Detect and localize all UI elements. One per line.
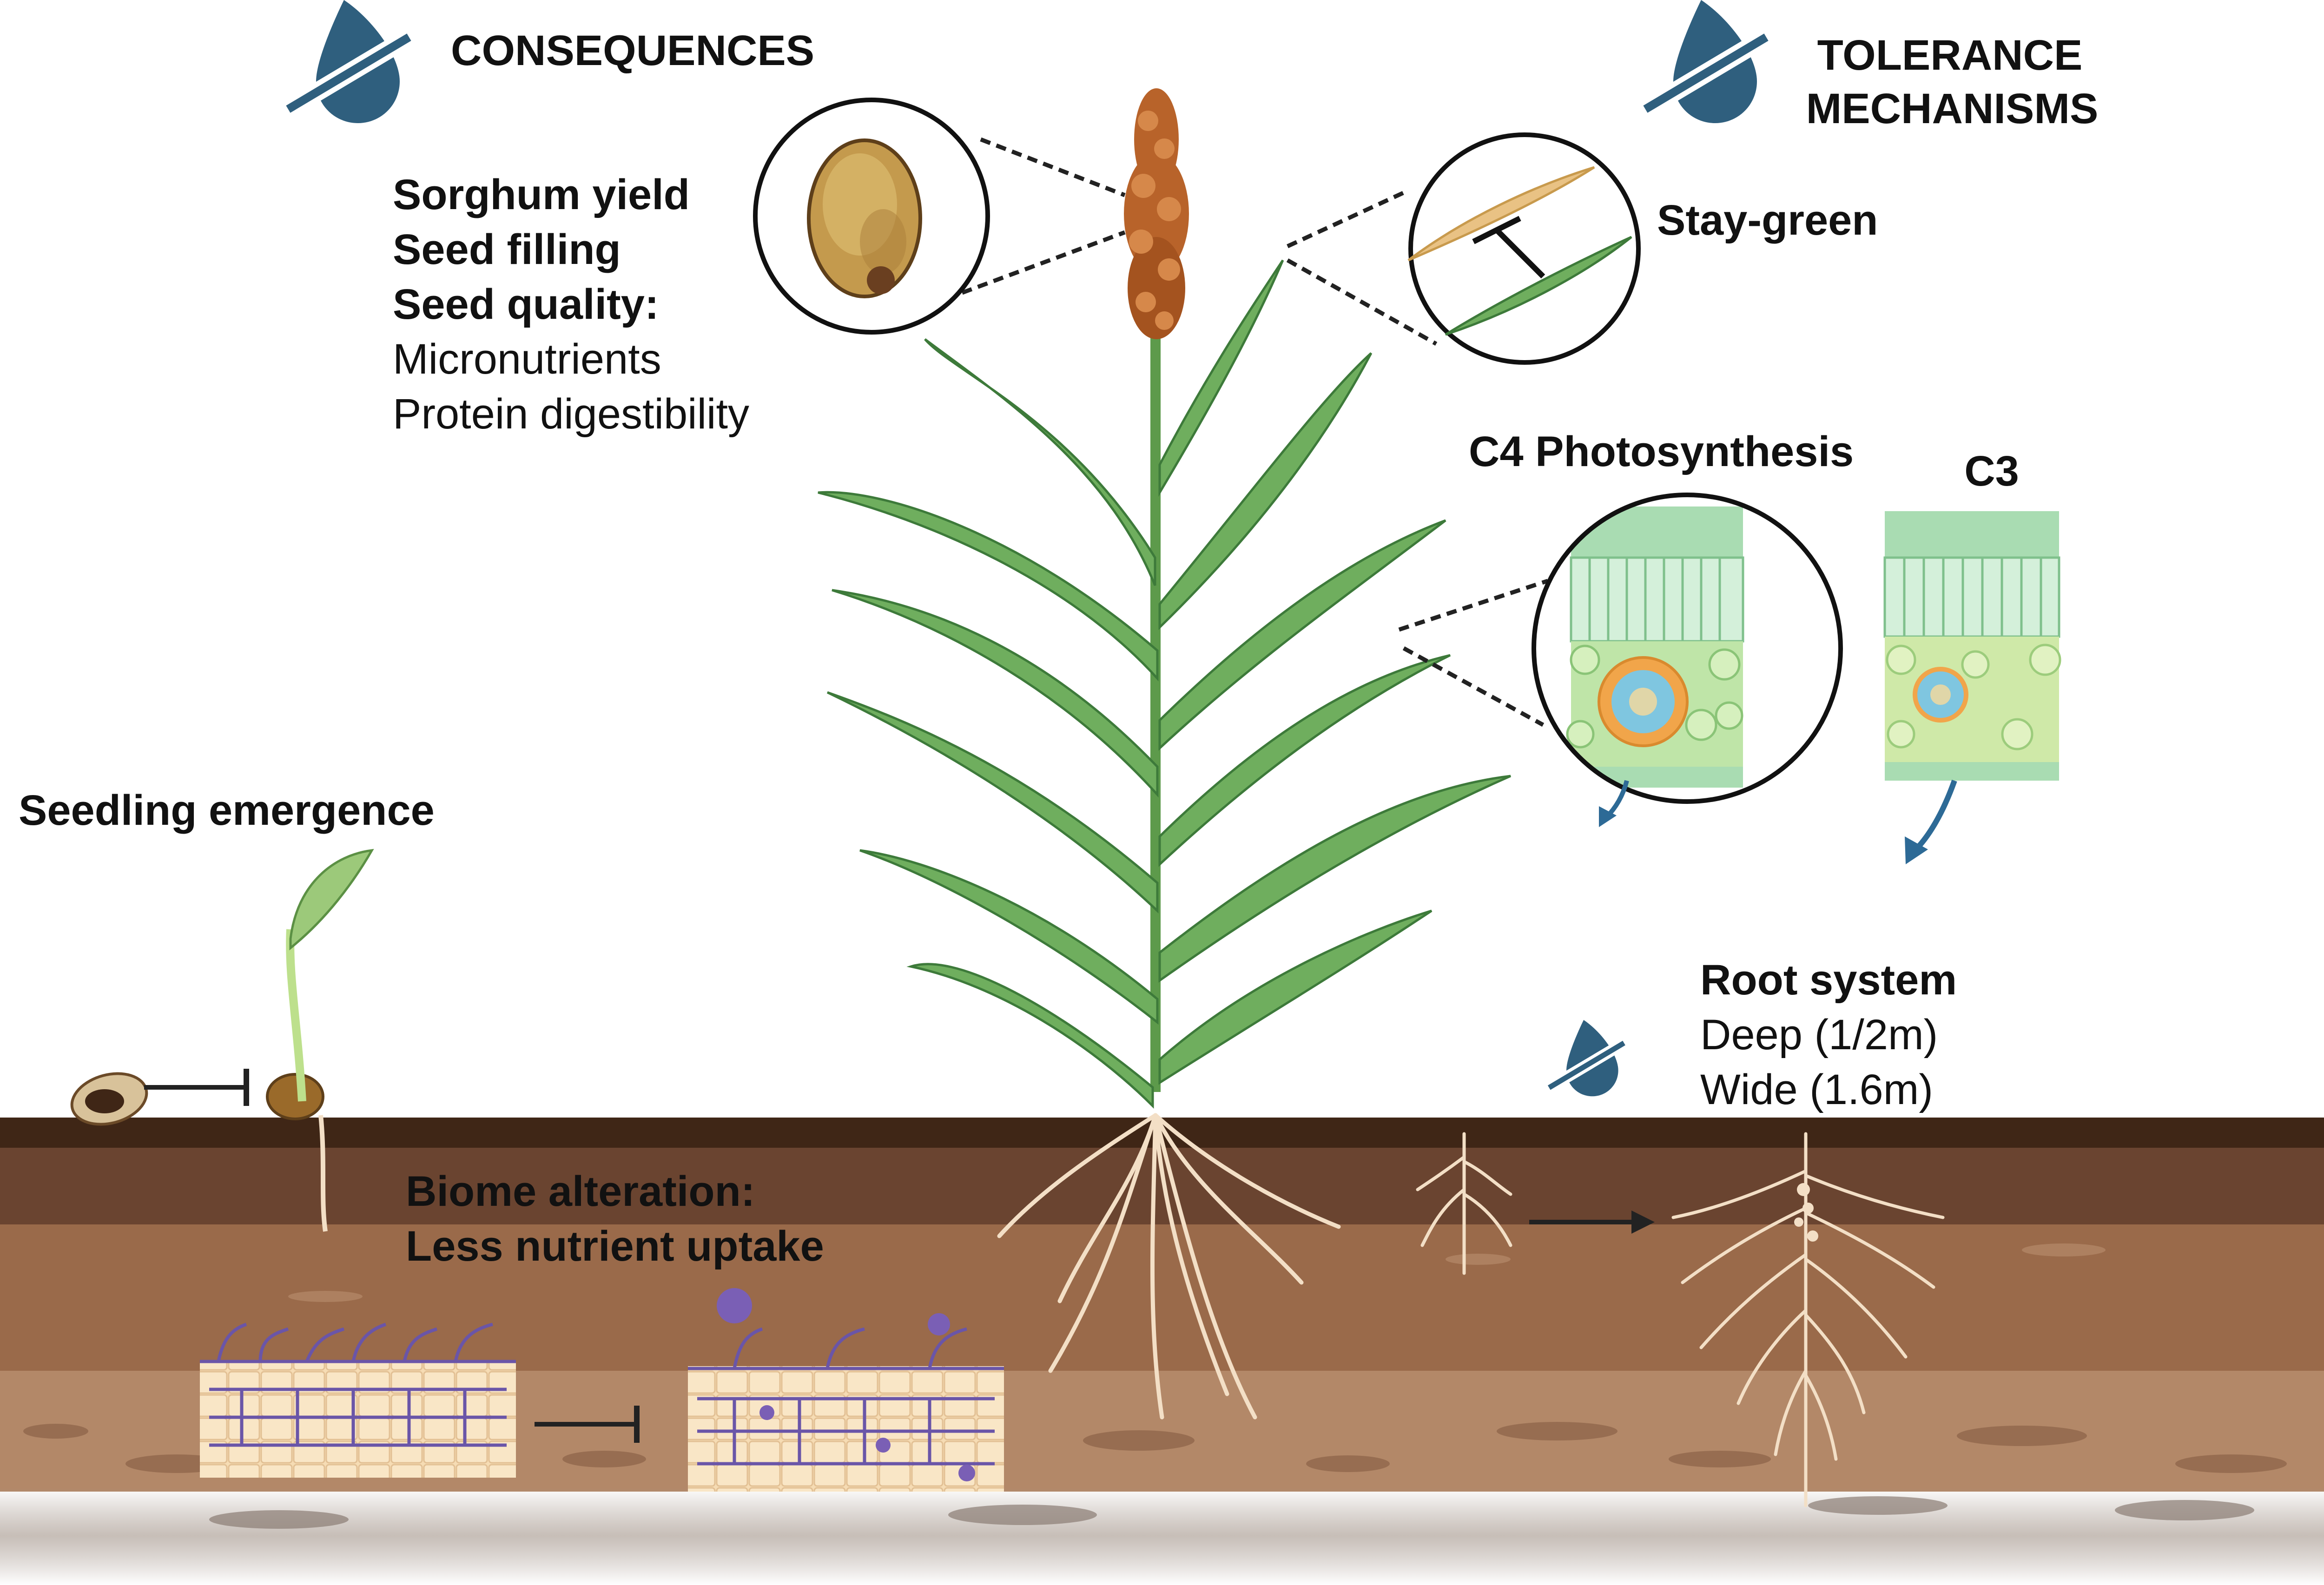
root-system-title: Root system xyxy=(1700,956,1957,1004)
c3-label: C3 xyxy=(1964,447,2019,495)
protein-digestibility-text: Protein digestibility xyxy=(393,390,749,438)
c4-photosynthesis-label: C4 Photosynthesis xyxy=(1469,428,1854,475)
tolerance-title-line1: TOLERANCE xyxy=(1817,32,2083,79)
seed-quality-text: Seed quality: xyxy=(393,281,659,328)
c4-leaf-cross-section xyxy=(1398,493,1843,827)
shallow-root-system xyxy=(1416,1132,1512,1275)
soil-stones xyxy=(23,1243,2287,1529)
senescent-leaf xyxy=(1407,166,1595,262)
no-water-drop-icon xyxy=(283,0,414,123)
no-water-drop-icon xyxy=(1546,1020,1627,1097)
healthy-root-microbiome xyxy=(200,1322,516,1478)
sorghum-plant xyxy=(818,88,1512,1420)
no-water-drop-icon xyxy=(1640,0,1771,123)
seed-filling-text: Seed filling xyxy=(393,226,621,273)
root-nodules xyxy=(1794,1183,1818,1242)
sorghum-yield-text: Sorghum yield xyxy=(393,171,690,218)
seed-zoom xyxy=(753,98,1126,335)
consequences-list: Sorghum yield Seed filling Seed quality:… xyxy=(393,171,749,438)
c3-water-loss-arrow xyxy=(1913,779,1957,853)
sorghum-roots xyxy=(997,1113,1341,1420)
root-width-text: Wide (1.6m) xyxy=(1700,1066,1933,1113)
micronutrients-text: Micronutrients xyxy=(393,335,661,383)
soil-layer-mid xyxy=(0,1224,2324,1373)
seedling-leaf xyxy=(289,848,374,951)
germinating-seed xyxy=(266,1073,324,1120)
less-nutrient-uptake-label: Less nutrient uptake xyxy=(406,1223,824,1270)
consequences-title: CONSEQUENCES xyxy=(451,27,814,74)
stay-green-label: Stay-green xyxy=(1657,197,1878,244)
stay-green-zoom xyxy=(1286,132,1641,365)
green-leaf xyxy=(1445,236,1632,336)
root-depth-text: Deep (1/2m) xyxy=(1700,1011,1938,1059)
c3-leaf-cross-section xyxy=(1883,511,2061,864)
deep-wide-root-system xyxy=(1671,1132,1945,1507)
seedling-emergence-label: Seedling emergence xyxy=(19,787,435,834)
altered-root-microbiome xyxy=(688,1288,1004,1492)
tolerance-title-line2: MECHANISMS xyxy=(1806,85,2099,132)
soil-layer-deep xyxy=(0,1487,2324,1585)
sorghum-panicle xyxy=(1124,88,1189,339)
biome-alteration-label: Biome alteration: xyxy=(406,1168,755,1215)
seedling-illustration xyxy=(70,848,374,1232)
soil xyxy=(0,1118,2324,1585)
